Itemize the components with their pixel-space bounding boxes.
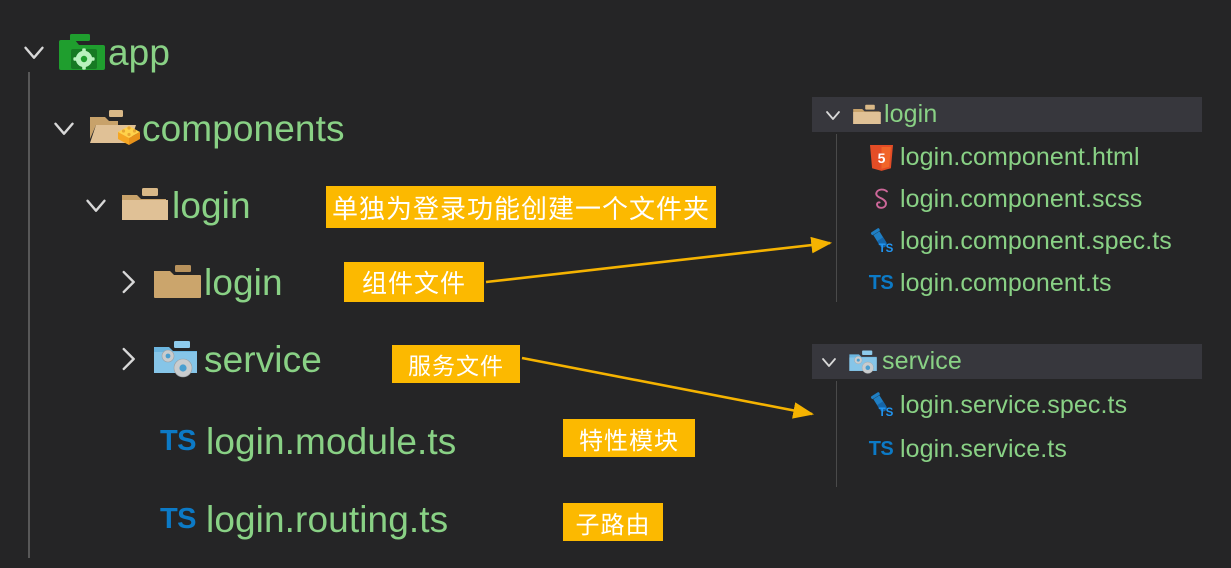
arrow-component-to-login-panel: [485, 236, 833, 284]
annotation-badge-login-subfolder: 组件文件: [344, 262, 484, 302]
chevron-down-icon[interactable]: [76, 185, 116, 225]
panel-header-label: login: [884, 100, 938, 128]
tree-row-login-module-ts[interactable]: TS login.module.ts: [150, 414, 456, 468]
tree-row-label: components: [142, 107, 345, 149]
tree-row-label: app: [108, 31, 171, 73]
chevron-right-icon[interactable]: [108, 339, 148, 379]
tree-row-service-subfolder[interactable]: service: [108, 330, 322, 388]
panel-header-label: service: [882, 347, 962, 375]
annotation-badge-text: 服务文件: [408, 353, 504, 379]
annotation-badge-login-routing-ts: 子路由: [563, 503, 663, 541]
svg-text:TS: TS: [878, 407, 893, 419]
test-typescript-icon: TS: [862, 390, 900, 420]
typescript-icon: TS: [159, 502, 197, 535]
sass-icon: [862, 185, 900, 213]
tree-indent-guide-root: [28, 72, 30, 558]
file-label: login.component.spec.ts: [900, 226, 1172, 255]
panel-login-file-row[interactable]: 5 login.component.html: [862, 141, 1140, 173]
panel-service-header[interactable]: service: [814, 344, 962, 379]
folder-closed-tan-icon: [150, 260, 204, 304]
panel-login-header[interactable]: login: [818, 97, 937, 132]
tree-row-label: login: [172, 184, 251, 226]
typescript-icon: TS: [159, 424, 197, 457]
folder-service-blue-gear-icon: [846, 347, 882, 377]
chevron-down-icon[interactable]: [44, 108, 84, 148]
tree-row-label: login.routing.ts: [206, 498, 449, 540]
annotation-badge-text: 组件文件: [361, 270, 466, 298]
panel-service-file-row[interactable]: TS login.service.ts: [862, 433, 1067, 465]
typescript-icon: TS: [868, 271, 894, 294]
annotation-badge-text: 子路由: [575, 511, 651, 539]
tree-row-login-routing-ts[interactable]: TS login.routing.ts: [150, 492, 448, 546]
panel-login-file-row[interactable]: TS login.component.ts: [862, 267, 1112, 299]
tree-row-label: login: [204, 261, 283, 303]
chevron-down-icon[interactable]: [818, 100, 848, 130]
chevron-right-icon[interactable]: [108, 262, 148, 302]
file-label: login.component.html: [900, 142, 1140, 171]
folder-open-tan-icon: [118, 183, 172, 227]
chevron-down-icon[interactable]: [14, 32, 54, 72]
tree-row-app[interactable]: app: [14, 22, 170, 82]
tree-row-login-subfolder[interactable]: login: [108, 253, 283, 311]
file-label: login.service.ts: [900, 434, 1067, 463]
arrow-service-to-service-panel: [521, 356, 815, 419]
panel-service-header-highlight: [812, 344, 1202, 379]
annotation-badge-login-folder: 单独为登录功能创建一个文件夹: [326, 186, 716, 228]
annotation-badge-text: 特性模块: [579, 427, 679, 455]
chevron-down-icon[interactable]: [814, 347, 844, 377]
file-label: login.service.spec.ts: [900, 390, 1128, 419]
panel-service-file-row[interactable]: TS login.service.spec.ts: [862, 389, 1127, 421]
tree-row-label: login.module.ts: [206, 420, 457, 462]
folder-app-green-gear-icon: [56, 29, 108, 75]
annotation-badge-login-module-ts: 特性模块: [563, 419, 695, 457]
panel-service-indent-guide: [836, 381, 837, 487]
svg-text:TS: TS: [878, 243, 893, 255]
annotation-badge-text: 单独为登录功能创建一个文件夹: [331, 193, 710, 224]
typescript-icon: TS: [868, 437, 894, 460]
folder-open-tan-icon: [850, 101, 884, 129]
file-label: login.component.ts: [900, 268, 1112, 297]
file-label: login.component.scss: [900, 184, 1143, 213]
tree-row-components[interactable]: components: [44, 98, 345, 158]
panel-login-file-row[interactable]: login.component.scss: [862, 183, 1142, 215]
annotation-badge-service-subfolder: 服务文件: [392, 345, 520, 383]
panel-login-file-row[interactable]: TS login.component.spec.ts: [862, 225, 1172, 257]
panel-login-indent-guide: [836, 134, 837, 302]
html5-icon: 5: [862, 143, 900, 171]
folder-components-brick-icon: [86, 104, 142, 152]
tree-row-login-folder[interactable]: login: [76, 176, 251, 234]
folder-service-blue-gear-icon: [150, 336, 204, 382]
svg-text:5: 5: [877, 150, 885, 166]
test-typescript-icon: TS: [862, 226, 900, 256]
tree-row-label: service: [204, 338, 322, 380]
